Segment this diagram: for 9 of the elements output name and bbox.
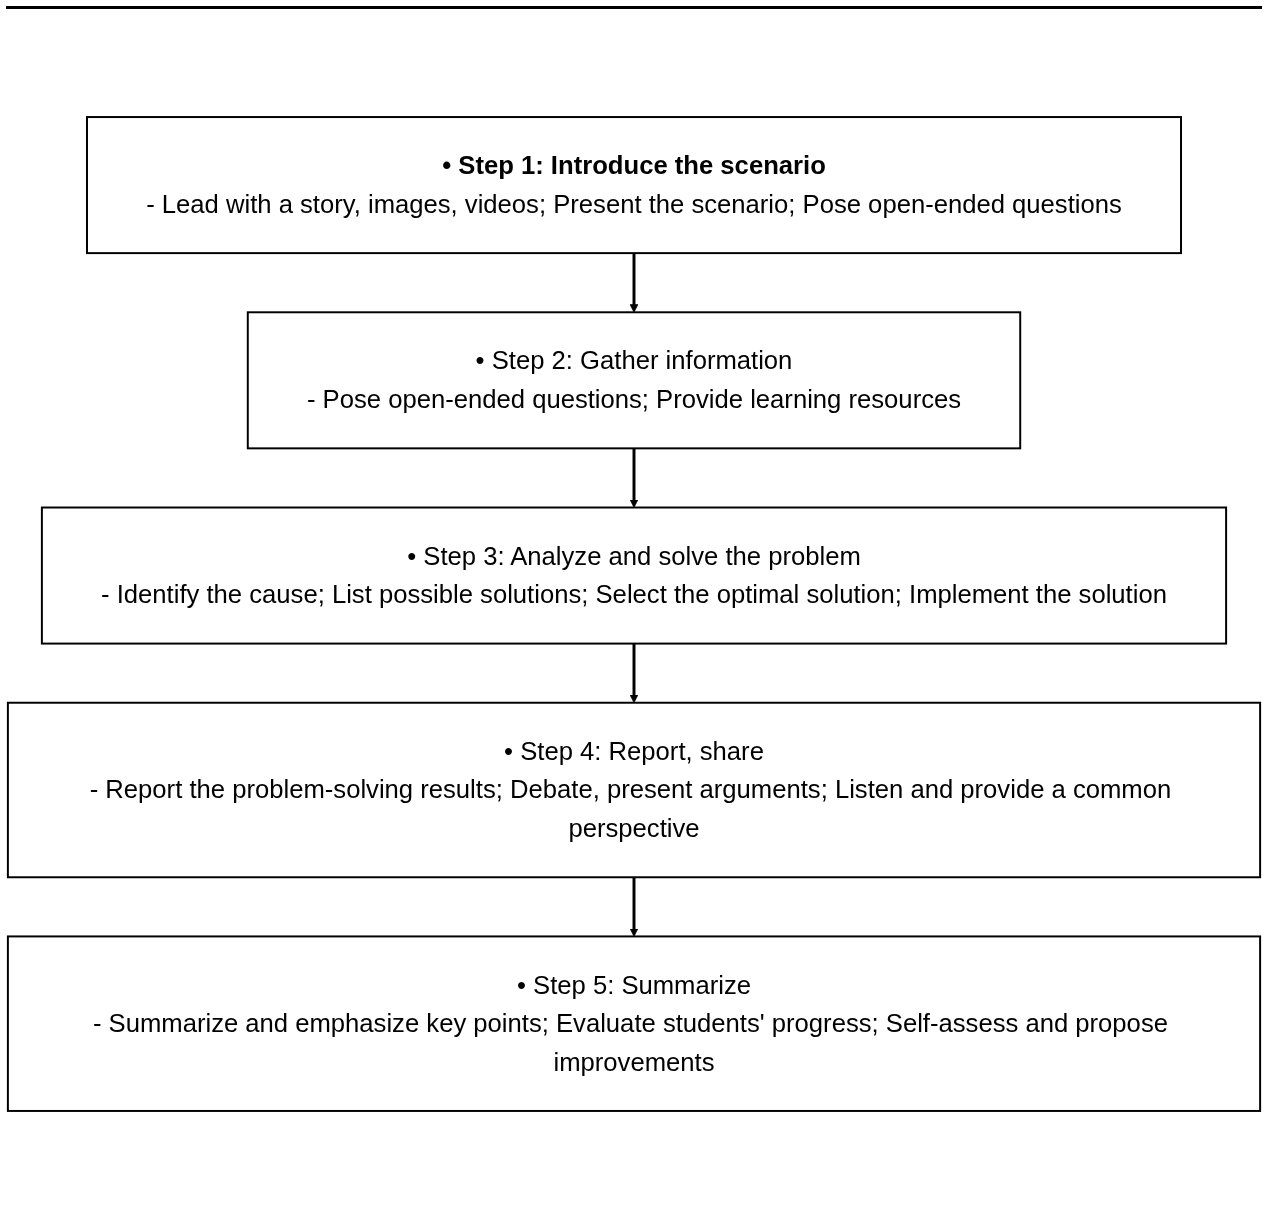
arrow [629,448,639,508]
node-box: • Step 4: Report, share - Report the problem-solving results; Debate, present arguments; Listen and provide a common perspective [6,701,1262,879]
arrow [629,877,639,937]
node-box: • Step 5: Summarize - Summarize and emphasize key points; Evaluate students' progress; Self-assess and propose improvements [6,935,1262,1112]
node-box: • Step 3: Analyze and solve the problem - Identify the cause; List possible solutions; Select the optimal solution; Implement the solution [40,506,1228,645]
arrow [629,643,639,704]
node-box: • Step 2: Gather information - Pose open-ended questions; Provide learning resources [246,311,1022,450]
arrow [629,253,639,313]
node-box: • Step 1: Introduce the scenario - Lead with a story, images, videos; Present the scenario; Pose open-ended questions [86,116,1182,255]
